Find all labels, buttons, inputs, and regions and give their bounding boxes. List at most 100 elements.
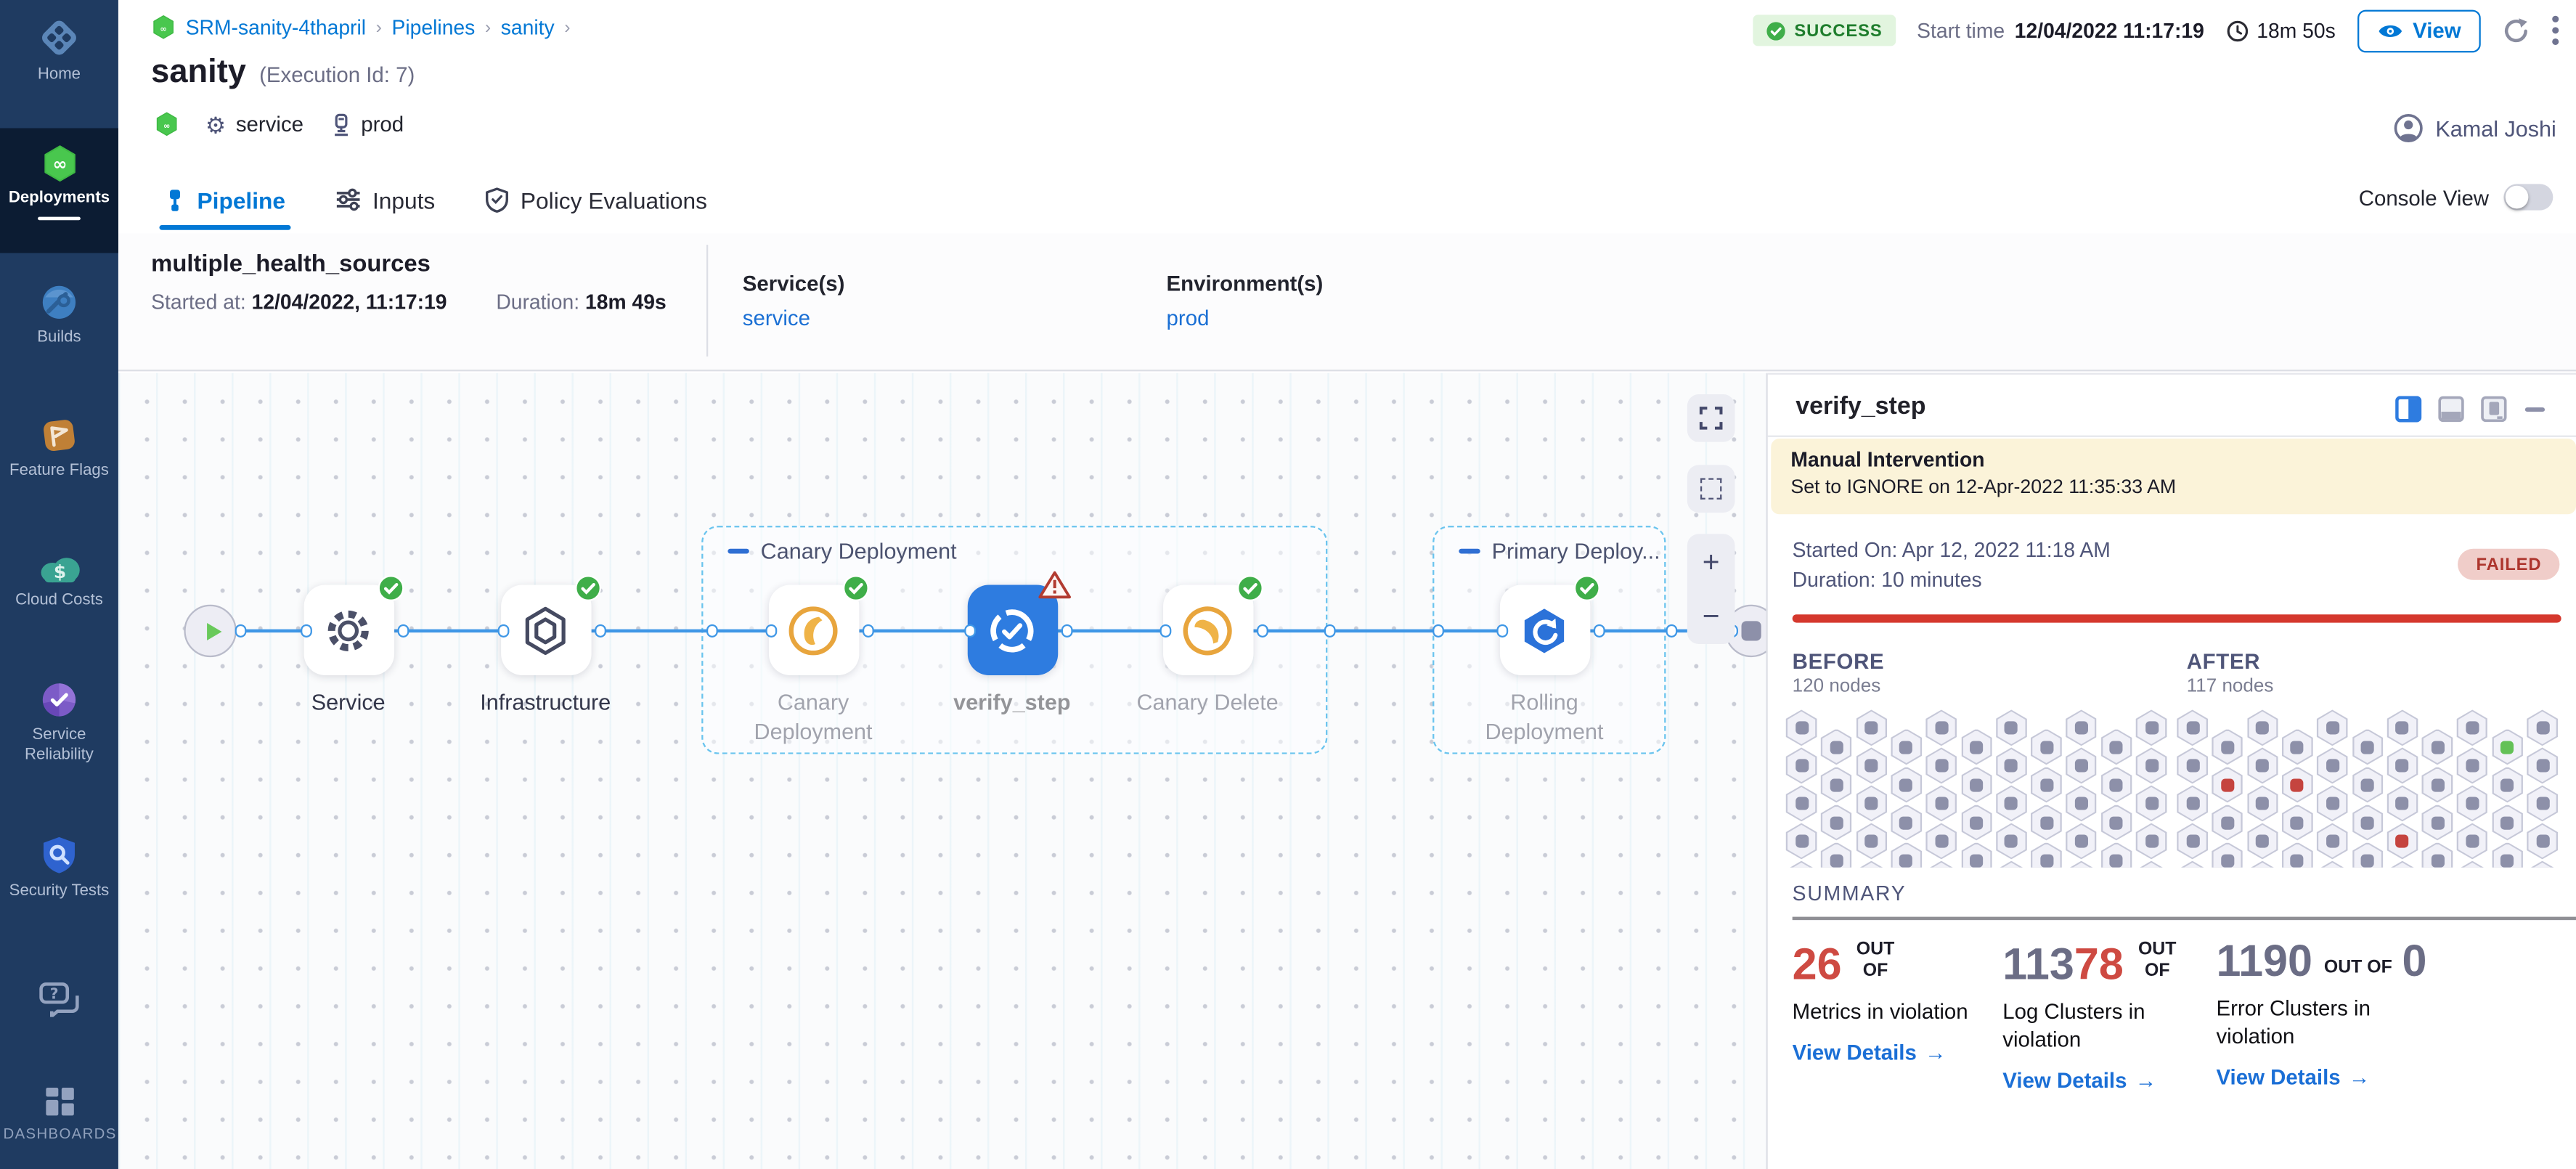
sidebar-item-feature-flags[interactable]: Feature Flags	[0, 415, 118, 481]
hexagon-node	[2527, 709, 2559, 746]
refresh-button[interactable]	[2502, 17, 2530, 44]
toggle-knob	[2505, 185, 2529, 209]
more-options-button[interactable]	[2551, 15, 2559, 46]
hexagon-node	[2066, 709, 2098, 746]
hexagon-node	[2100, 842, 2132, 868]
pipeline-node-rolling-deployment[interactable]	[1499, 575, 1599, 675]
hexagon-node	[2281, 804, 2313, 841]
hexagon-status-dot	[1830, 815, 1843, 829]
service-link[interactable]: service	[742, 305, 810, 330]
pipeline-node-service[interactable]	[303, 575, 404, 675]
hexagon-node	[2246, 785, 2278, 822]
zoom-in-button[interactable]: +	[1702, 545, 1720, 578]
hexagon-node	[1925, 747, 1957, 784]
banner-title: Manual Intervention	[1790, 448, 1985, 472]
hexagon-inner	[2248, 862, 2277, 868]
view-details-link[interactable]: View Details	[1793, 1040, 1947, 1065]
out-of-label: OUT OF	[1856, 940, 1895, 982]
hexagon-status-dot	[1830, 853, 1843, 867]
hexagon-node	[2387, 823, 2418, 860]
check-circle-icon	[1766, 20, 1786, 40]
infrastructure-icon	[519, 602, 571, 658]
hexagon-node	[1785, 860, 1817, 868]
view-details-link[interactable]: View Details	[2216, 1064, 2370, 1089]
hexagon-status-dot	[2291, 815, 2304, 829]
stage-group-label[interactable]: Canary Deployment	[727, 539, 957, 563]
hexagon-status-dot	[2326, 721, 2339, 735]
stop-square-icon	[1741, 621, 1761, 641]
hexagon-node	[2135, 709, 2167, 746]
pipeline-node-verify_step[interactable]	[966, 571, 1070, 675]
connector-dot	[593, 624, 606, 638]
console-view-toggle[interactable]	[2503, 184, 2553, 211]
tab-policy-evaluations[interactable]: Policy Evaluations	[484, 169, 707, 230]
sidebar-item-cloud-costs[interactable]: $ Cloud Costs	[0, 552, 118, 611]
view-button[interactable]: View	[2357, 9, 2481, 52]
breadcrumb-link-1[interactable]: Pipelines	[391, 15, 476, 39]
hexagon-status-dot	[2291, 778, 2304, 791]
feature-flags-icon	[39, 415, 78, 455]
hexagon-node	[2316, 823, 2348, 860]
connector-dot	[497, 624, 510, 638]
pipeline-node-infrastructure[interactable]	[500, 575, 600, 675]
pipeline-node-canary-deployment[interactable]	[767, 575, 868, 675]
tab-inputs[interactable]: Inputs	[335, 169, 435, 230]
sidebar-item-home[interactable]: Home	[0, 17, 118, 86]
svg-text:∞: ∞	[52, 154, 67, 174]
hexagon-node	[1891, 728, 1923, 765]
sidebar-item-builds[interactable]: Builds	[0, 282, 118, 349]
hexagon-node	[1785, 785, 1817, 822]
view-details-link[interactable]: View Details	[2002, 1068, 2156, 1093]
environment-link[interactable]: prod	[1166, 305, 1210, 330]
hexagon-inner	[1857, 862, 1886, 868]
after-label: AFTER	[2186, 648, 2261, 674]
tab-pipeline[interactable]: Pipeline	[159, 169, 290, 230]
layout-bottom-pane-icon[interactable]	[2438, 396, 2464, 431]
hexagon-node	[2066, 823, 2098, 860]
sidebar-item-label: Cloud Costs	[15, 591, 103, 610]
marquee-icon	[1700, 478, 1722, 500]
hexagon-inner	[2137, 862, 2166, 868]
after-node-hexgrid	[2177, 709, 2564, 868]
hexagon-inner	[1997, 862, 2026, 868]
hexagon-status-dot	[2074, 759, 2088, 773]
hexagon-node	[2177, 823, 2209, 860]
hexagon-status-dot	[2360, 853, 2374, 867]
policy-icon	[484, 186, 509, 213]
hexagon-node	[2491, 842, 2523, 868]
start-time-value: 12/04/2022 11:17:19	[2014, 19, 2204, 42]
selection-mode-button[interactable]	[1687, 465, 1735, 513]
svg-text:$: $	[53, 561, 65, 582]
hexagon-status-dot	[2220, 740, 2234, 754]
fit-to-screen-button[interactable]	[1687, 394, 1735, 442]
hexagon-node	[1960, 728, 1992, 765]
minimize-panel-icon[interactable]	[2524, 396, 2547, 431]
sidebar-item-service-reliability[interactable]: Service Reliability	[0, 680, 118, 767]
hexagon-status-dot	[1934, 797, 1948, 810]
zoom-out-button[interactable]: −	[1702, 600, 1720, 633]
step-started-on: Started On: Apr 12, 2022 11:18 AM	[1792, 539, 2111, 562]
sidebar-item-help[interactable]: ?	[0, 981, 118, 1020]
connector-dot	[1159, 624, 1172, 638]
sidebar-item-dashboards[interactable]: DASHBOARDS	[0, 1084, 118, 1144]
breadcrumb-link-0[interactable]: SRM-sanity-4thapril	[185, 15, 367, 39]
pipeline-node-canary-delete[interactable]	[1162, 575, 1263, 675]
hexagon-node	[2456, 747, 2488, 784]
layout-right-pane-icon[interactable]	[2395, 396, 2422, 431]
hexagon-node	[2281, 728, 2313, 765]
hexagon-status-dot	[2005, 797, 2018, 810]
sidebar-item-security-tests[interactable]: Security Tests	[0, 834, 118, 902]
layout-floating-pane-icon[interactable]	[2481, 396, 2507, 431]
hexagon-node	[2352, 842, 2384, 868]
hexagon-node	[2177, 860, 2209, 868]
sidebar-item-deployments[interactable]: ∞Deployments	[0, 144, 118, 221]
connector-dot	[1592, 624, 1605, 638]
hexagon-status-dot	[2109, 853, 2123, 867]
breadcrumb-link-2[interactable]: sanity	[500, 15, 555, 39]
hexagon-status-dot	[1795, 797, 1809, 810]
stage-group-label[interactable]: Primary Deploy...	[1459, 539, 1660, 563]
banner-subtitle: Set to IGNORE on 12-Apr-2022 11:35:33 AM	[1790, 474, 2177, 498]
